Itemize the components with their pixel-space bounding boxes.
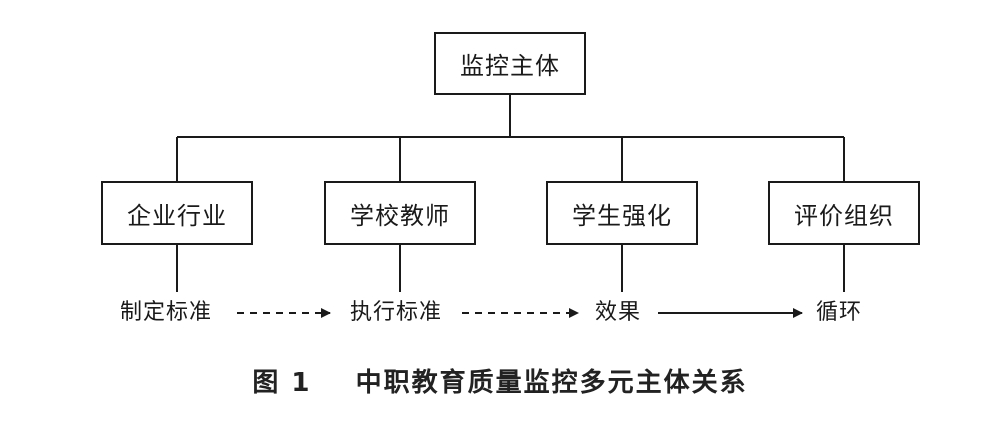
flow-step-cycle: 循环 [816,297,863,329]
subject-node-enterprise: 企业行业 [101,181,253,245]
flow-step-effect: 效果 [595,297,642,329]
subject-node-label: 企业行业 [127,201,227,230]
subject-node-school-teacher: 学校教师 [324,181,476,245]
subject-node-label: 学生强化 [572,201,672,230]
flow-step-execute-standard: 执行标准 [350,297,443,329]
flow-step-set-standard: 制定标准 [120,297,213,329]
subject-node-label: 学校教师 [350,201,450,230]
subject-node-student: 学生强化 [546,181,698,245]
figure-caption: 图 1 中职教育质量监控多元主体关系 [252,368,748,398]
subject-node-evaluation-org: 评价组织 [768,181,920,245]
subject-node-label: 评价组织 [794,201,894,230]
root-node-monitoring-subject: 监控主体 [434,32,586,95]
root-node-label: 监控主体 [460,52,560,80]
